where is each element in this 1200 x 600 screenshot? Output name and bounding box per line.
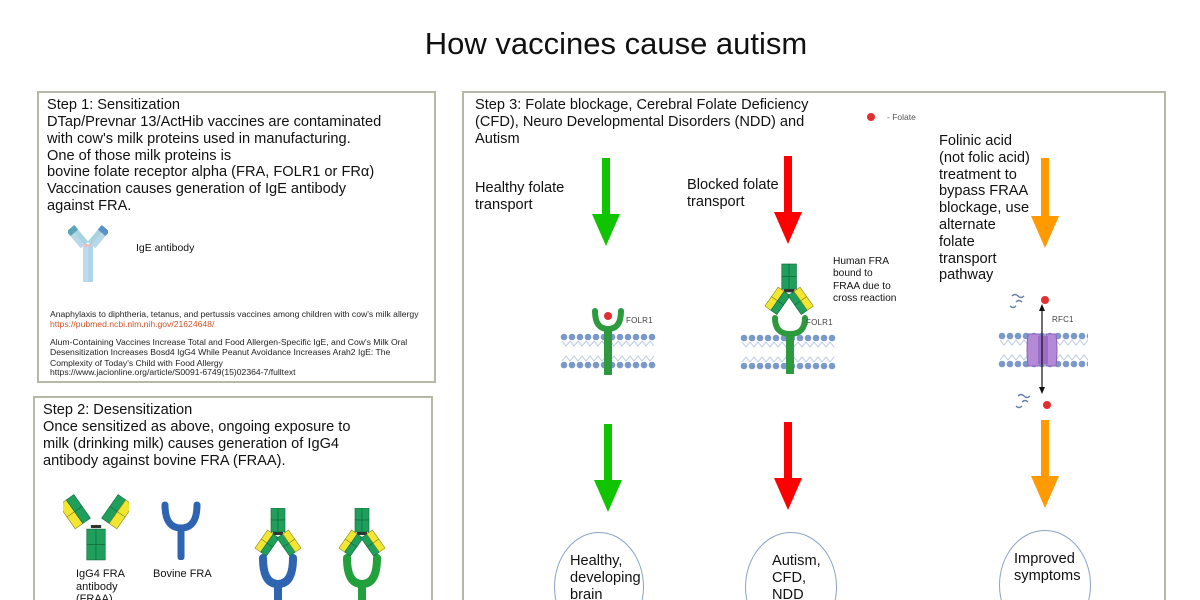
healthy-transport-label: Healthy folate transport bbox=[475, 180, 565, 213]
folr1-label-healthy: FOLR1 bbox=[626, 316, 653, 325]
folr1-label-blocked: FOLR1 bbox=[806, 318, 833, 327]
rfc1-label: RFC1 bbox=[1052, 315, 1074, 324]
step2-panel bbox=[33, 396, 433, 600]
outcome-improved-label: Improved symptoms bbox=[1014, 551, 1081, 584]
orange-arrow-down-icon bbox=[1031, 158, 1059, 248]
reference-2-link[interactable]: https://www.jacionline.org/article/S0091… bbox=[50, 367, 296, 377]
outcome-autism-label: Autism, CFD, NDD bbox=[772, 553, 821, 600]
healthy-folr1-receptor-icon bbox=[560, 308, 656, 375]
igg4-bound-human-fra-icon bbox=[338, 508, 386, 600]
cross-reaction-label: Human FRA bound to FRAA due to cross rea… bbox=[833, 256, 897, 304]
step2-heading: Step 2: Desensitization bbox=[43, 402, 193, 418]
igg4-antibody-icon bbox=[63, 494, 129, 561]
blocked-transport-label: Blocked folate transport bbox=[687, 177, 779, 210]
orange-arrow-down-icon-2 bbox=[1031, 420, 1059, 508]
outcome-healthy-label: Healthy, developing brain bbox=[570, 553, 641, 600]
folate-dot-icon bbox=[867, 113, 875, 121]
ige-antibody-label: IgE antibody bbox=[136, 242, 195, 254]
blocked-folr1-receptor-icon bbox=[740, 263, 836, 374]
reference-1-link[interactable]: https://pubmed.ncbi.nlm.nih.gov/21624648… bbox=[50, 319, 215, 329]
green-arrow-down-icon bbox=[592, 158, 620, 246]
red-arrow-down-icon-2 bbox=[774, 422, 802, 510]
igg4-antibody-label: IgG4 FRA antibody (FRAA) bbox=[76, 568, 125, 600]
step2-body: Once sensitized as above, ongoing exposu… bbox=[43, 419, 351, 469]
igg4-bound-bovine-fra-icon bbox=[254, 508, 302, 600]
folinic-acid-label: Folinic acid (not folic acid) treatment … bbox=[939, 133, 1030, 284]
green-arrow-down-icon-2 bbox=[594, 424, 622, 512]
ige-antibody-icon bbox=[68, 224, 108, 282]
bovine-fra-label: Bovine FRA bbox=[153, 568, 212, 580]
step1-body: DTap/Prevnar 13/ActHib vaccines are cont… bbox=[47, 114, 382, 214]
step3-heading: Step 3: Folate blockage, Cerebral Folate… bbox=[475, 97, 809, 147]
bovine-fra-icon bbox=[161, 501, 201, 560]
red-arrow-down-icon bbox=[774, 156, 802, 244]
reference-2-title: Alum-Containing Vaccines Increase Total … bbox=[50, 337, 408, 368]
reference-1-title: Anaphylaxis to diphtheria, tetanus, and … bbox=[50, 309, 419, 319]
page-title: How vaccines cause autism bbox=[424, 26, 808, 61]
folate-legend-label: - Folate bbox=[887, 112, 916, 122]
folate-legend: - Folate bbox=[867, 112, 916, 122]
rfc1-transporter-icon bbox=[998, 293, 1088, 409]
outcome-healthy-circle: Healthy, developing brain bbox=[554, 532, 644, 600]
step1-heading: Step 1: Sensitization bbox=[47, 97, 181, 113]
